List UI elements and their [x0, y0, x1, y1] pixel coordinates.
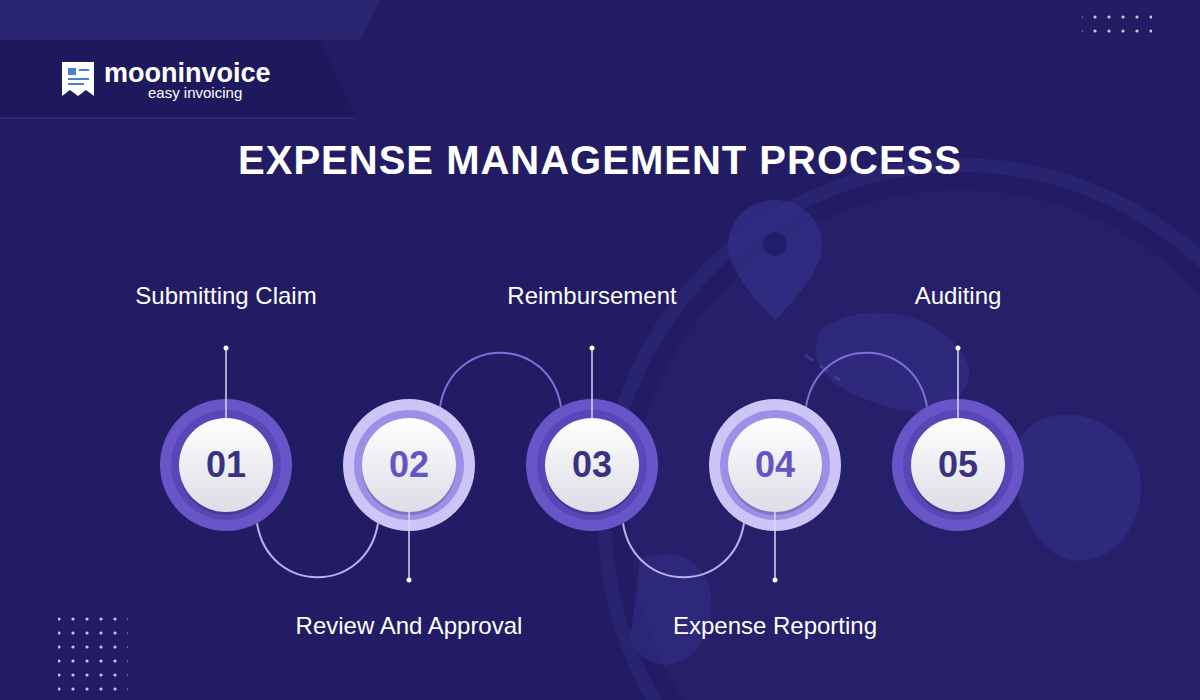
- logo-tagline: easy invoicing: [148, 84, 242, 101]
- connector-arc: [257, 523, 378, 577]
- step-label: Reimbursement: [507, 282, 676, 310]
- leader-line: [408, 512, 410, 580]
- step-number: 02: [343, 399, 475, 531]
- leader-line: [957, 348, 959, 418]
- connector-arc: [440, 353, 561, 407]
- logo-icon: [62, 62, 94, 96]
- route: [805, 355, 840, 380]
- leader-dot: [590, 346, 595, 351]
- step-circle: 03Reimbursement: [526, 399, 658, 531]
- leader-dot: [956, 346, 961, 351]
- diagram-title: EXPENSE MANAGEMENT PROCESS: [0, 138, 1200, 183]
- connector-arc: [806, 353, 927, 407]
- band-edge: [0, 118, 355, 119]
- dot-grid: [1082, 8, 1152, 42]
- step-circle: 01Submitting Claim: [160, 399, 292, 531]
- globe-ring: [605, 165, 1200, 700]
- step-circle: 05Auditing: [892, 399, 1024, 531]
- step-label: Submitting Claim: [135, 282, 316, 310]
- connector-arc: [623, 523, 744, 577]
- leader-dot: [407, 578, 412, 583]
- continent: [1014, 415, 1141, 561]
- logo-band: [0, 40, 355, 118]
- map-pin: [728, 200, 822, 320]
- step-label: Expense Reporting: [673, 612, 877, 640]
- step-number: 03: [526, 399, 658, 531]
- step-label: Review And Approval: [296, 612, 523, 640]
- step-number: 04: [709, 399, 841, 531]
- corner-band: [0, 0, 380, 40]
- continent: [630, 554, 712, 665]
- step-number: 05: [892, 399, 1024, 531]
- step-circle: 02Review And Approval: [343, 399, 475, 531]
- leader-dot: [224, 346, 229, 351]
- leader-dot: [773, 578, 778, 583]
- leader-line: [225, 348, 227, 418]
- dot-grid: [58, 612, 128, 696]
- map-pin-hole: [763, 232, 787, 256]
- leader-line: [774, 512, 776, 580]
- continent: [816, 313, 969, 412]
- leader-line: [591, 348, 593, 418]
- step-label: Auditing: [915, 282, 1002, 310]
- step-circle: 04Expense Reporting: [709, 399, 841, 531]
- step-number: 01: [160, 399, 292, 531]
